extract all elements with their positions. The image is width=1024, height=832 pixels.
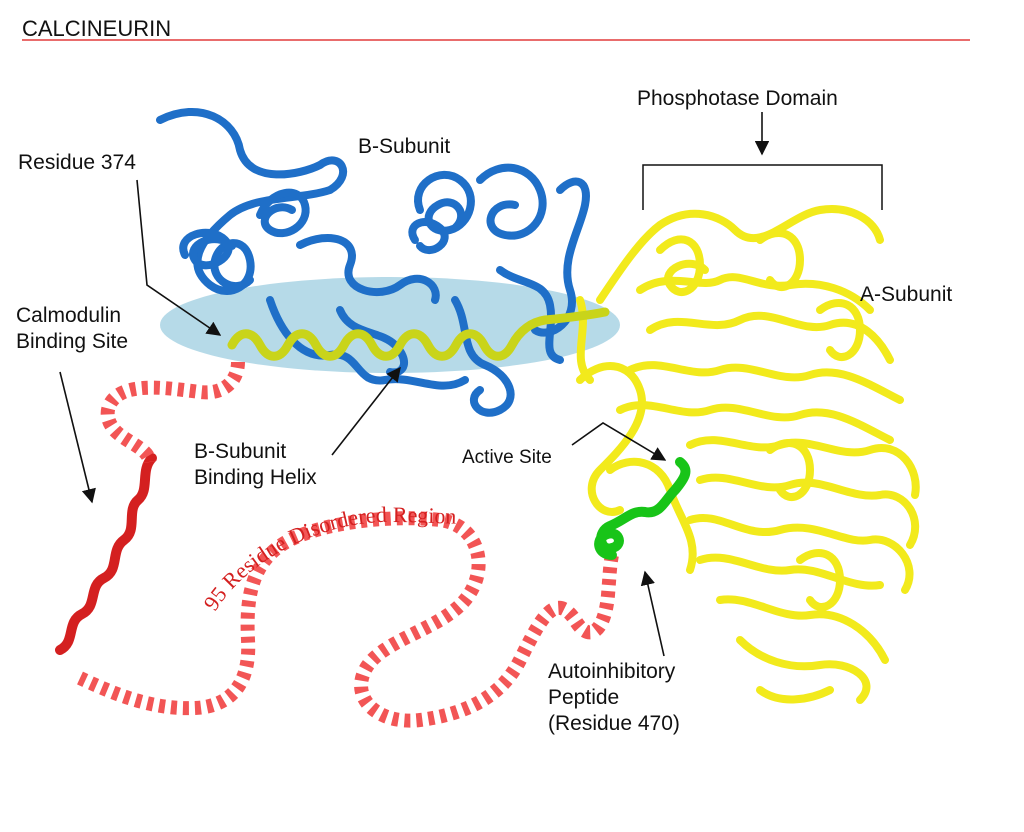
- active-site-arrow: [571, 422, 667, 461]
- calmodulin-arrow: [59, 371, 96, 504]
- binding-helix-arrow: [331, 366, 401, 456]
- a-subunit-ribbon: [576, 205, 920, 704]
- a-subunit-label: A-Subunit: [860, 283, 952, 306]
- autoinhibitory-label-line3: (Residue 470): [548, 712, 680, 735]
- residue-374-label: Residue 374: [18, 151, 136, 174]
- autoinhibitory-label-line1: Autoinhibitory: [548, 660, 676, 683]
- annotation-arrows: [59, 112, 770, 657]
- phosphatase-domain-bracket: [642, 164, 883, 210]
- calmodulin-binding-helix: [55, 453, 157, 655]
- phosphatase-domain-label: Phosphotase Domain: [637, 87, 838, 110]
- disordered-region-segment-1: [100, 361, 245, 464]
- binding-helix-label-line1: B-Subunit: [194, 440, 286, 463]
- b-subunit-binding-helix: [227, 307, 610, 361]
- autoinhibitory-arrow: [640, 570, 665, 657]
- disordered-region-segment-2: [77, 511, 619, 728]
- b-subunit-label: B-Subunit: [358, 135, 450, 158]
- autoinhibitory-label-line2: Peptide: [548, 686, 619, 709]
- active-site-label: Active Site: [462, 447, 552, 468]
- disordered-region-label: 95 Residue Disordered Region: [198, 502, 456, 615]
- calmodulin-label-line1: Calmodulin: [16, 304, 121, 327]
- page-title: CALCINEURIN: [22, 16, 171, 41]
- binding-helix-label-line2: Binding Helix: [194, 466, 317, 489]
- disordered-region-text: 95 Residue Disordered Region: [198, 502, 456, 615]
- residue-374-arrow: [136, 179, 222, 336]
- calmodulin-label-line2: Binding Site: [16, 330, 128, 353]
- autoinhibitory-peptide-helix: [594, 457, 691, 560]
